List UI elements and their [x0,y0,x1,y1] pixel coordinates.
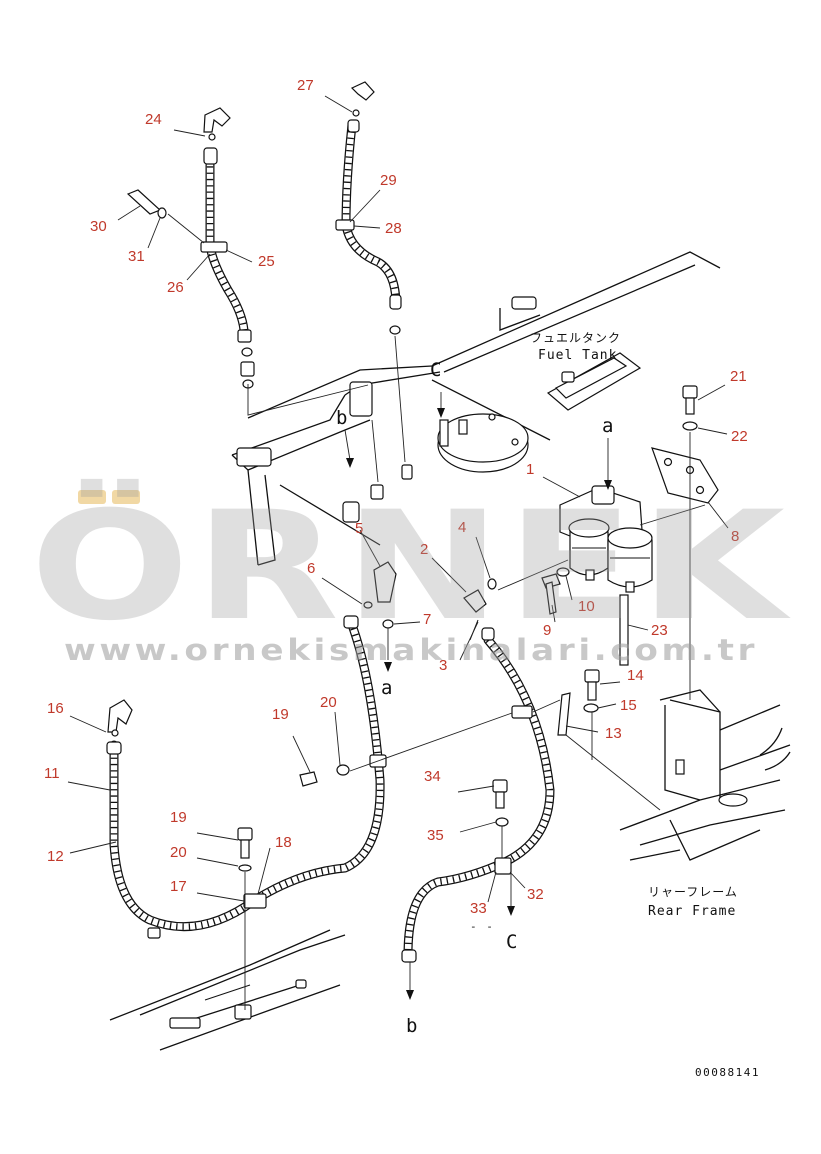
part-number-34: 34 [424,768,441,785]
part-number-19-lower: 19 [170,809,187,826]
part-number-1: 1 [526,461,534,478]
part-number-20-lower: 20 [170,844,187,861]
part-number-10: 10 [578,598,595,615]
assembly-lines [167,213,706,1010]
rear-frame-outline [619,689,791,861]
callout-b-bottom: b [406,1015,417,1037]
part-number-28: 28 [385,220,402,237]
watermark-umlaut-left [78,490,106,504]
callout-a-bottom: a [381,677,392,699]
watermark-umlaut-right [112,490,140,504]
watermark-brand: ÖRNEK [30,478,791,654]
part-number-11: 11 [44,765,60,782]
part-number-2: 2 [420,541,428,558]
part-number-20-upper: 20 [320,694,337,711]
part-number-26: 26 [167,279,184,296]
part-number-6: 6 [307,560,315,577]
part-number-5: 5 [355,520,363,537]
flow-arrows [346,408,612,1000]
part-number-7: 7 [423,611,431,628]
callout-dashes: - - [470,920,494,933]
part-number-35: 35 [427,827,444,844]
part-number-9: 9 [543,622,551,639]
part-number-labels: 1 2 3 4 5 6 7 8 9 10 11 12 13 14 15 16 1… [44,77,748,917]
fuel-tank-outline [231,251,721,566]
part-number-14: 14 [627,667,644,684]
part-number-21: 21 [730,368,747,385]
part-number-16: 16 [47,700,64,717]
tank-sender-plate [437,413,529,473]
watermark-url: www.ornekismakinalari.com.tr [64,633,758,667]
part-number-4: 4 [458,519,466,536]
chassis-outline [109,929,346,1051]
part-number-3: 3 [439,657,447,674]
part-number-18: 18 [275,834,292,851]
callout-b-top: b [336,407,347,429]
callout-c-top: C [430,359,441,381]
fuel-tank-label-en: Fuel Tank [538,348,617,363]
watermark: ÖRNEK www.ornekismakinalari.com.tr [30,478,791,667]
callout-c-bottom: C [506,931,517,953]
drawing-code: 00088141 [695,1066,760,1079]
part-number-8: 8 [731,528,739,545]
rear-frame-label-jp: リャーフレーム [648,885,738,899]
part-number-22: 22 [731,428,748,445]
part-number-25: 25 [258,253,275,270]
leader-lines [67,95,729,903]
part-number-29: 29 [380,172,397,189]
rear-frame-label-en: Rear Frame [648,904,736,919]
part-number-12: 12 [47,848,64,865]
part-number-24: 24 [145,111,162,128]
part-number-33: 33 [470,900,487,917]
fuel-tank-label-plate [546,352,642,411]
fuel-tank-label-jp: フュエルタンク [530,331,621,345]
part-number-23: 23 [651,622,668,639]
part-number-31: 31 [128,248,145,265]
part-number-30: 30 [90,218,107,235]
callout-a-top: a [602,415,613,437]
part-number-27: 27 [297,77,314,94]
fittings [106,81,698,963]
part-number-32: 32 [527,886,544,903]
part-number-13: 13 [605,725,622,742]
part-number-19-upper: 19 [272,706,289,723]
part-number-17: 17 [170,878,187,895]
part-number-15: 15 [620,697,637,714]
fuel-filter-assembly [559,485,653,593]
